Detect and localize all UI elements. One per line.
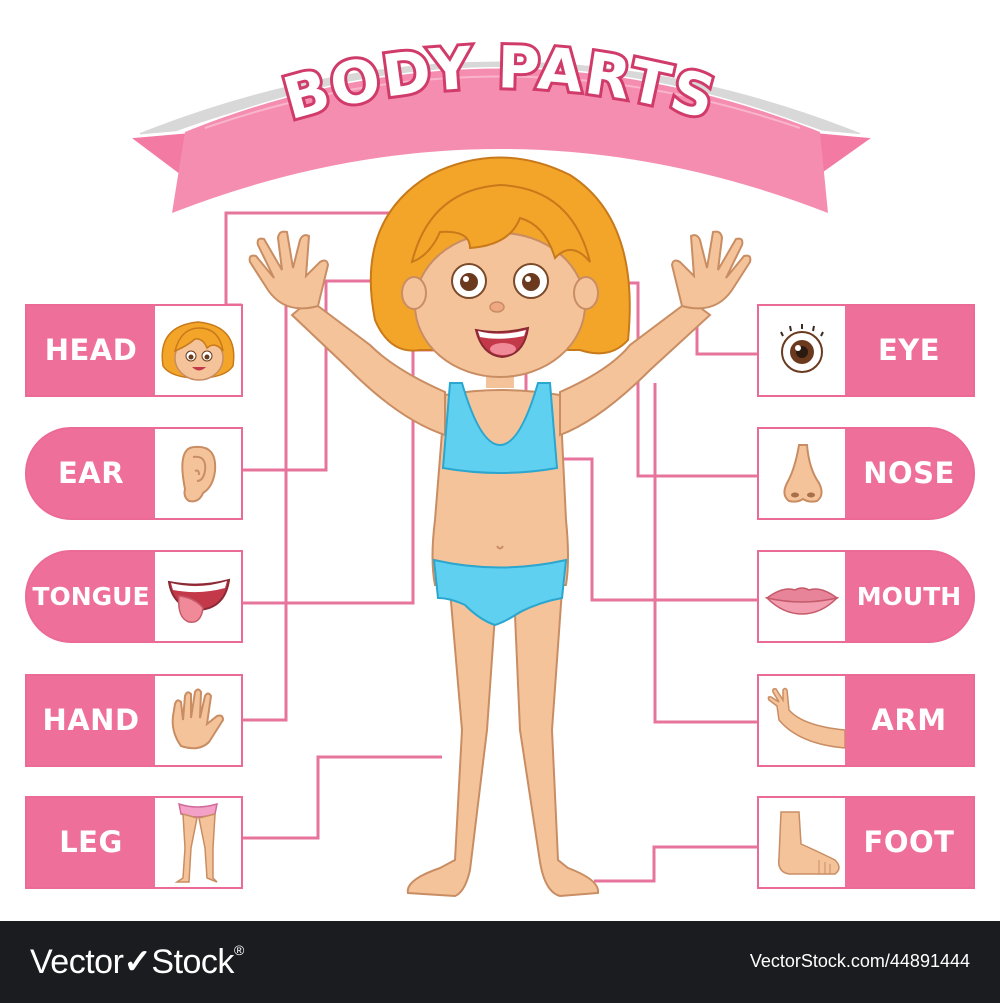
brand-logo: Vector✓Stock® [30,942,244,982]
label-eye: EYE [757,304,975,397]
arm-line [653,383,757,724]
foot-icon [759,798,845,887]
leg-icon [155,798,241,887]
hand-icon [155,676,241,765]
label-arm: ARM [757,674,975,767]
brand-part-b: Stock [151,943,234,981]
mouth-icon [759,552,845,641]
label-text: HAND [42,703,140,737]
title-svg: BODY PARTS [273,30,725,136]
label-head: HEAD [25,304,243,397]
page-title: BODY PARTS [276,33,724,133]
arm-icon [759,676,845,765]
nose-icon [759,429,845,518]
brand-trademark: ® [233,942,244,958]
label-leg: LEG [25,796,243,889]
hand-line [242,280,288,722]
label-mouth: MOUTH [757,550,975,643]
label-text: FOOT [863,825,955,859]
artwork [123,61,880,898]
ear-icon [155,429,241,518]
ear-line [242,279,412,472]
brand-check-icon: ✓ [123,943,152,981]
stock-id: VectorStock.com/44891444 [749,951,970,971]
title-banner [123,61,880,216]
label-hand: HAND [25,674,243,767]
label-text: ARM [871,703,947,737]
foot-line [594,845,757,883]
girl-figure [248,156,752,898]
page-title-text: BODY PARTS [273,30,725,136]
label-ear: EAR [25,427,243,520]
head-icon [155,306,241,395]
label-text: MOUTH [856,582,962,611]
label-text: LEG [59,825,123,859]
label-text: TONGUE [32,582,150,611]
label-tongue: TONGUE [25,550,243,643]
label-nose: NOSE [757,427,975,520]
tongue-icon [155,552,241,641]
leg-line [242,755,442,840]
label-text: NOSE [863,456,955,490]
label-text: EYE [877,333,941,367]
label-text: EAR [57,456,125,490]
footer-bar: Vector✓Stock® VectorStock.com/44891444 [0,921,1000,1003]
brand-part-a: Vector [30,943,124,981]
label-foot: FOOT [757,796,975,889]
infographic: HEAD EAR TONGUE [25,30,975,898]
label-text: HEAD [44,333,138,367]
eye-icon [759,306,845,395]
